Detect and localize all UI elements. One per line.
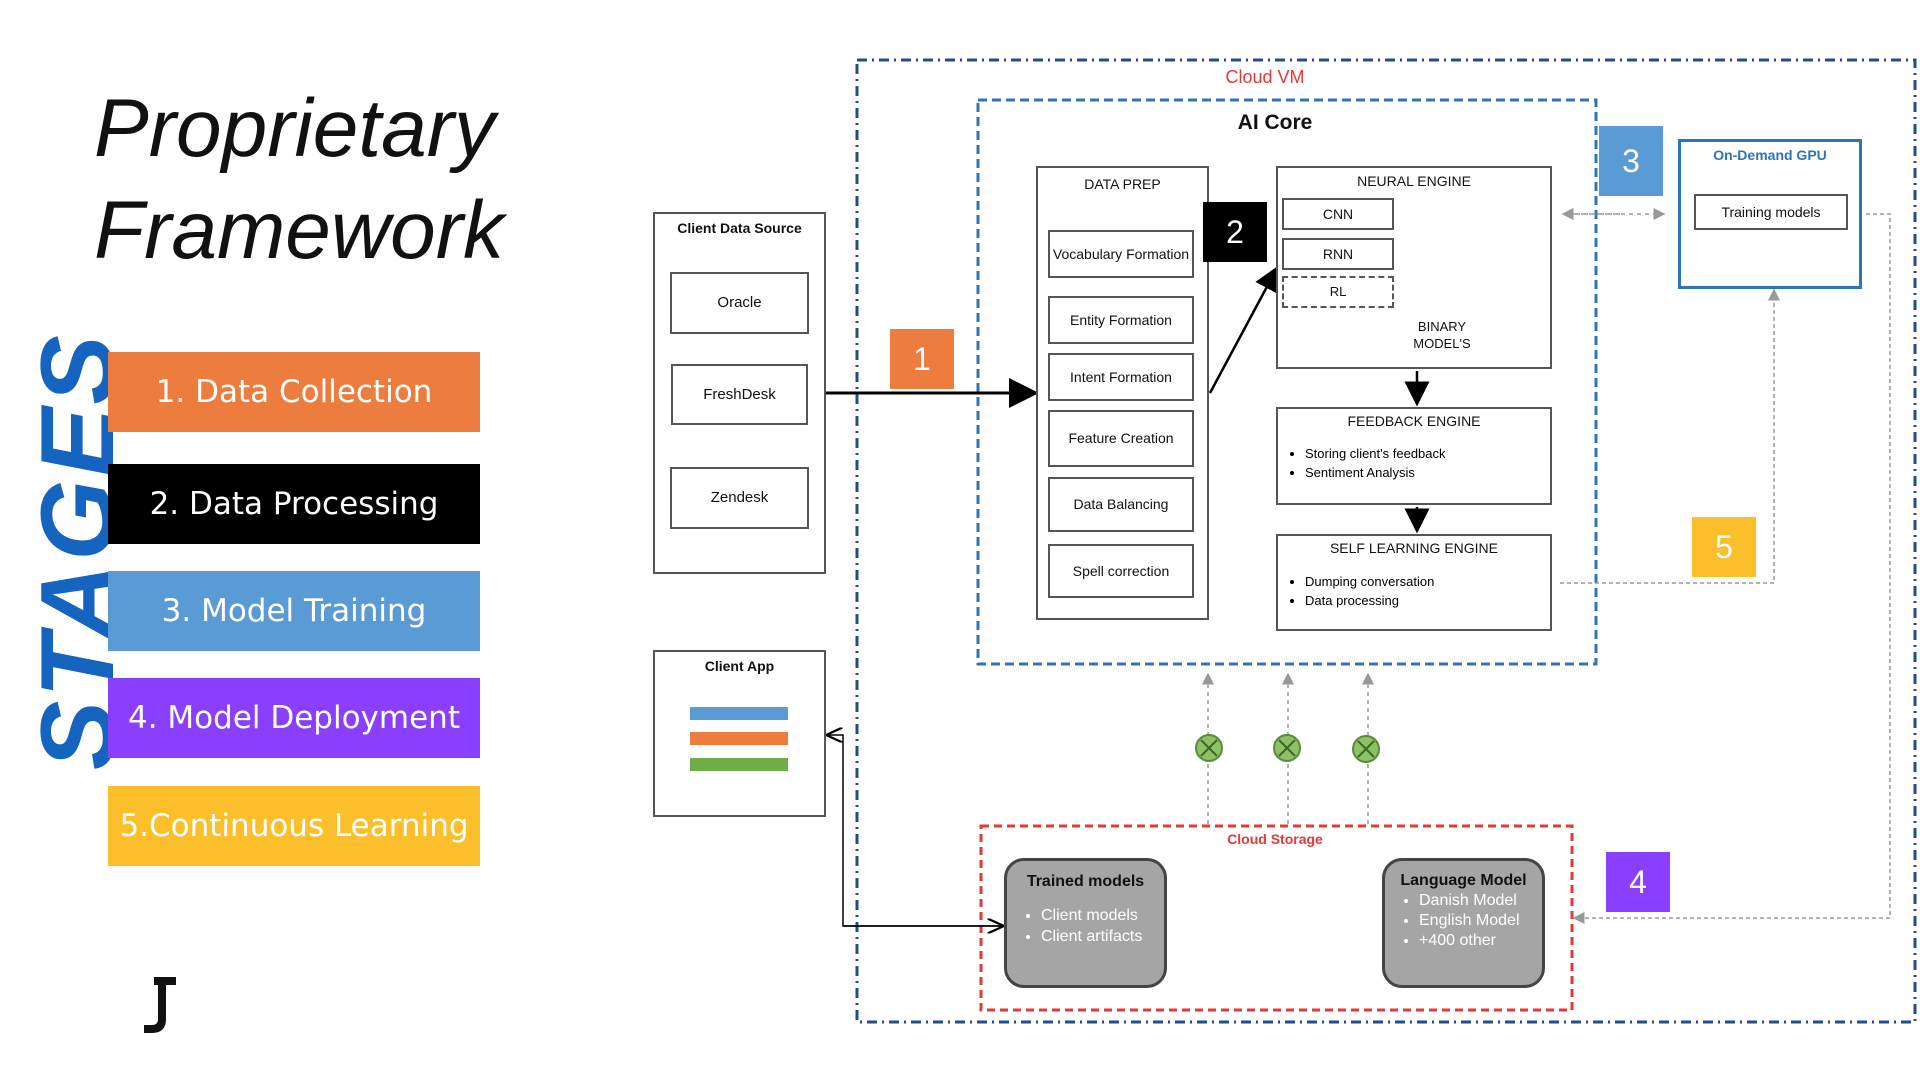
prep-intent-formation: Intent Formation bbox=[1048, 353, 1194, 401]
source-oracle: Oracle bbox=[670, 272, 809, 334]
trained-models-bullet: Client models bbox=[1041, 905, 1148, 926]
stage-model-deployment: 4. Model Deployment bbox=[108, 678, 480, 758]
gpu-to-language-model-link bbox=[1572, 213, 1891, 924]
gate-icon-3 bbox=[1352, 735, 1380, 763]
ai-core-label: AI Core bbox=[1237, 111, 1313, 135]
marker-3: 3 bbox=[1599, 126, 1663, 196]
language-model-title: Language Model bbox=[1400, 872, 1527, 889]
language-model-card: Language Model Danish Model English Mode… bbox=[1382, 858, 1545, 988]
cloud-vm-label: Cloud VM bbox=[1225, 67, 1305, 88]
trained-models-card: Trained models Client models Client arti… bbox=[1004, 858, 1167, 988]
marker-1: 1 bbox=[890, 329, 954, 389]
self-learning-to-gpu-link bbox=[1560, 288, 1780, 584]
self-learning-engine-panel bbox=[1276, 534, 1552, 631]
neural-rl: RL bbox=[1282, 276, 1394, 308]
feedback-engine-panel bbox=[1276, 407, 1552, 505]
gate-icon-2 bbox=[1273, 734, 1301, 762]
prep-entity-formation: Entity Formation bbox=[1048, 296, 1194, 344]
client-app-bar-3 bbox=[690, 758, 788, 771]
page-title: Proprietary Framework bbox=[94, 78, 504, 282]
language-model-bullet: +400 other bbox=[1419, 931, 1532, 951]
prep-feature-creation: Feature Creation bbox=[1048, 410, 1194, 467]
stage-model-training: 3. Model Training bbox=[108, 571, 480, 651]
self-learning-engine-list: Dumping conversation Data processing bbox=[1283, 572, 1565, 610]
language-model-bullet: English Model bbox=[1419, 911, 1532, 931]
cloud-storage-border bbox=[979, 824, 1574, 1012]
prep-vocabulary-formation: Vocabulary Formation bbox=[1048, 230, 1194, 278]
gpu-title: On-Demand GPU bbox=[1713, 146, 1827, 163]
title-line-2: Framework bbox=[94, 185, 505, 276]
client-app-bar-1 bbox=[690, 707, 788, 720]
source-zendesk: Zendesk bbox=[670, 467, 809, 529]
marker-2: 2 bbox=[1203, 202, 1267, 262]
neural-rnn: RNN bbox=[1282, 238, 1394, 270]
marker-4: 4 bbox=[1606, 852, 1670, 912]
stage-data-processing: 2. Data Processing bbox=[108, 464, 480, 544]
self-learning-engine-title: SELF LEARNING ENGINE bbox=[1329, 539, 1499, 556]
trained-models-bullet: Client artifacts bbox=[1041, 926, 1148, 947]
source-freshdesk: FreshDesk bbox=[671, 364, 808, 425]
feedback-bullet: Sentiment Analysis bbox=[1305, 463, 1565, 482]
trained-models-list: Client models Client artifacts bbox=[1023, 905, 1148, 947]
stage-continuous-learning: 5.Continuous Learning bbox=[108, 786, 480, 866]
client-app-bar-2 bbox=[690, 732, 788, 745]
gpu-training-models: Training models bbox=[1694, 194, 1848, 230]
feedback-engine-title: FEEDBACK ENGINE bbox=[1347, 412, 1481, 429]
client-data-source-title: Client Data Source bbox=[677, 219, 802, 236]
trained-models-title: Trained models bbox=[1026, 873, 1145, 890]
brand-logo-icon bbox=[144, 977, 176, 1033]
feedback-engine-list: Storing client's feedback Sentiment Anal… bbox=[1283, 444, 1565, 482]
client-app-link bbox=[826, 735, 1004, 927]
neural-cnn: CNN bbox=[1282, 198, 1394, 230]
ai-core-border bbox=[976, 98, 1598, 666]
prep-data-balancing: Data Balancing bbox=[1048, 477, 1194, 532]
binary-models-label: BINARY MODEL'S bbox=[1413, 319, 1471, 351]
language-model-list: Danish Model English Model +400 other bbox=[1395, 891, 1532, 951]
cloud-storage-label: Cloud Storage bbox=[1227, 830, 1323, 847]
cloud-vm-border bbox=[855, 58, 1917, 1024]
neural-engine-title: NEURAL ENGINE bbox=[1357, 172, 1471, 189]
language-model-bullet: Danish Model bbox=[1419, 891, 1532, 911]
title-line-1: Proprietary bbox=[94, 83, 496, 174]
self-learning-bullet: Data processing bbox=[1305, 591, 1565, 610]
stage-data-collection: 1. Data Collection bbox=[108, 352, 480, 432]
gate-icon-1 bbox=[1195, 734, 1223, 762]
data-prep-title: DATA PREP bbox=[1084, 175, 1161, 192]
prep-to-neural-arrow bbox=[1208, 265, 1279, 394]
feedback-bullet: Storing client's feedback bbox=[1305, 444, 1565, 463]
self-learning-bullet: Dumping conversation bbox=[1305, 572, 1565, 591]
prep-spell-correction: Spell correction bbox=[1048, 544, 1194, 598]
client-app-title: Client App bbox=[704, 657, 775, 674]
marker-5: 5 bbox=[1692, 517, 1756, 577]
